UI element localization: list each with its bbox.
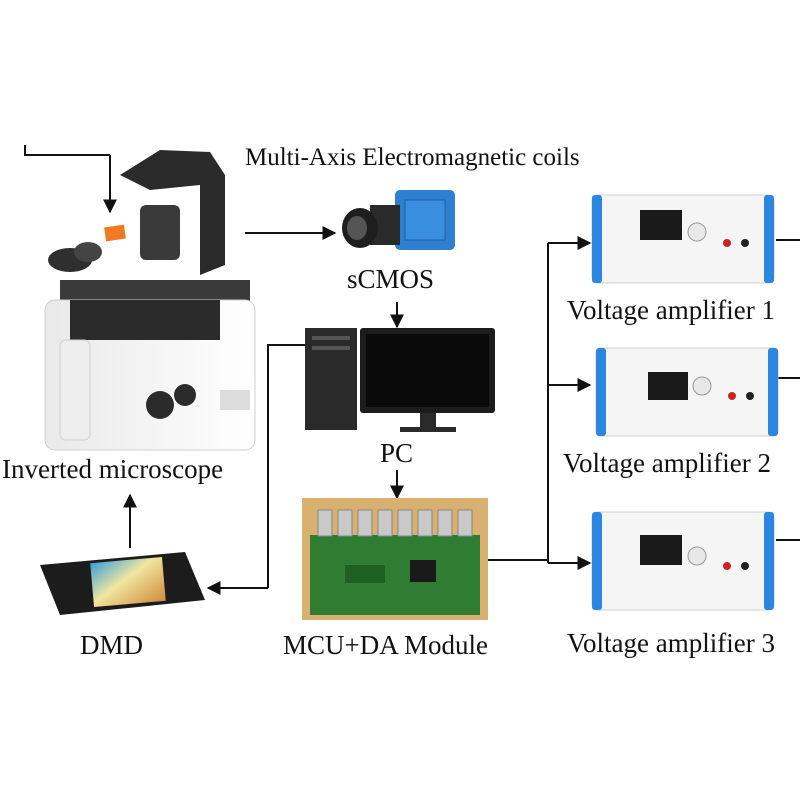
pc-image — [305, 328, 495, 432]
label-amp2: Voltage amplifier 2 — [563, 448, 771, 478]
amplifier-3-image — [591, 511, 775, 611]
amplifier-1-image — [591, 194, 775, 284]
label-pc: PC — [380, 438, 414, 468]
label-coils: Multi-Axis Electromagnetic coils — [245, 144, 580, 171]
label-amp3: Voltage amplifier 3 — [567, 628, 775, 658]
mcu-da-module-image — [302, 498, 488, 620]
label-microscope: Inverted microscope — [2, 454, 224, 484]
connectors — [24, 145, 800, 595]
dmd-image — [40, 552, 205, 615]
microscope-image — [44, 150, 256, 451]
feedback-line-to-microscope — [24, 145, 110, 156]
label-mcu: MCU+DA Module — [283, 630, 488, 660]
label-dmd: DMD — [80, 630, 144, 660]
scmos-camera-image — [342, 190, 455, 250]
line-pc-to-dmd — [267, 344, 305, 588]
label-amp1: Voltage amplifier 1 — [567, 295, 775, 325]
label-scmos: sCMOS — [347, 264, 435, 294]
amplifier-2-image — [595, 347, 779, 437]
